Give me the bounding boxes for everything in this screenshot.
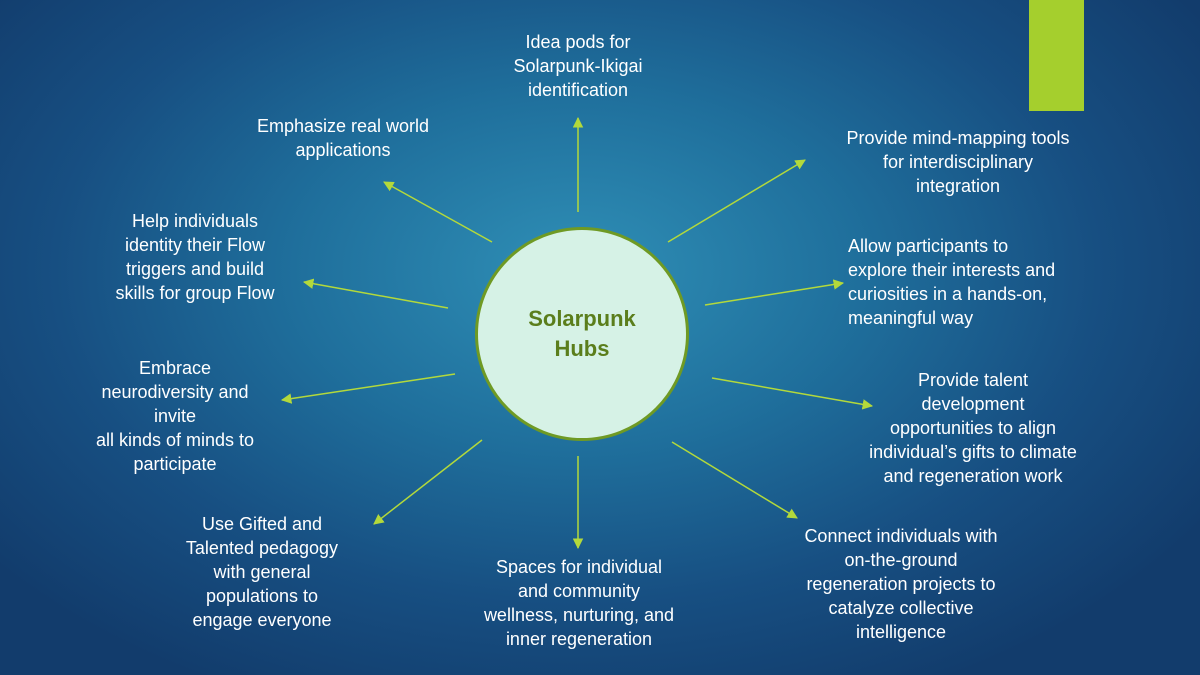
item-flow-triggers: Help individuals identity their Flow tri… — [115, 211, 275, 303]
arrow-talent-development — [711, 377, 874, 410]
arrow-neurodiversity — [280, 373, 456, 404]
arrow-flow-triggers — [302, 278, 449, 309]
arrow-connect-individuals — [671, 441, 798, 519]
arrow-gifted-pedagogy — [373, 439, 483, 525]
item-real-world: Emphasize real world applications — [256, 116, 430, 160]
item-gifted-pedagogy: Use Gifted and Talented pedagogy with ge… — [185, 514, 339, 630]
item-connect-individuals: Connect individuals with on-the-ground r… — [804, 526, 998, 642]
hub-circle: Solarpunk Hubs — [475, 227, 689, 441]
arrow-real-world — [383, 181, 493, 243]
arrow-explore-interests — [704, 279, 845, 306]
item-talent-development: Provide talent development opportunities… — [869, 370, 1077, 486]
hub-label: Solarpunk Hubs — [528, 306, 636, 361]
accent-bar — [1029, 0, 1084, 111]
item-explore-interests: Allow participants to explore their inte… — [848, 236, 1056, 328]
arrow-mind-mapping — [667, 159, 806, 243]
item-idea-pods: Idea pods for Solarpunk-Ikigai identific… — [513, 32, 643, 100]
item-neurodiversity: Embrace neurodiversity and invite all ki… — [95, 358, 255, 474]
item-spaces-wellness: Spaces for individual and community well… — [483, 557, 675, 649]
item-mind-mapping: Provide mind-mapping tools for interdisc… — [846, 128, 1070, 196]
